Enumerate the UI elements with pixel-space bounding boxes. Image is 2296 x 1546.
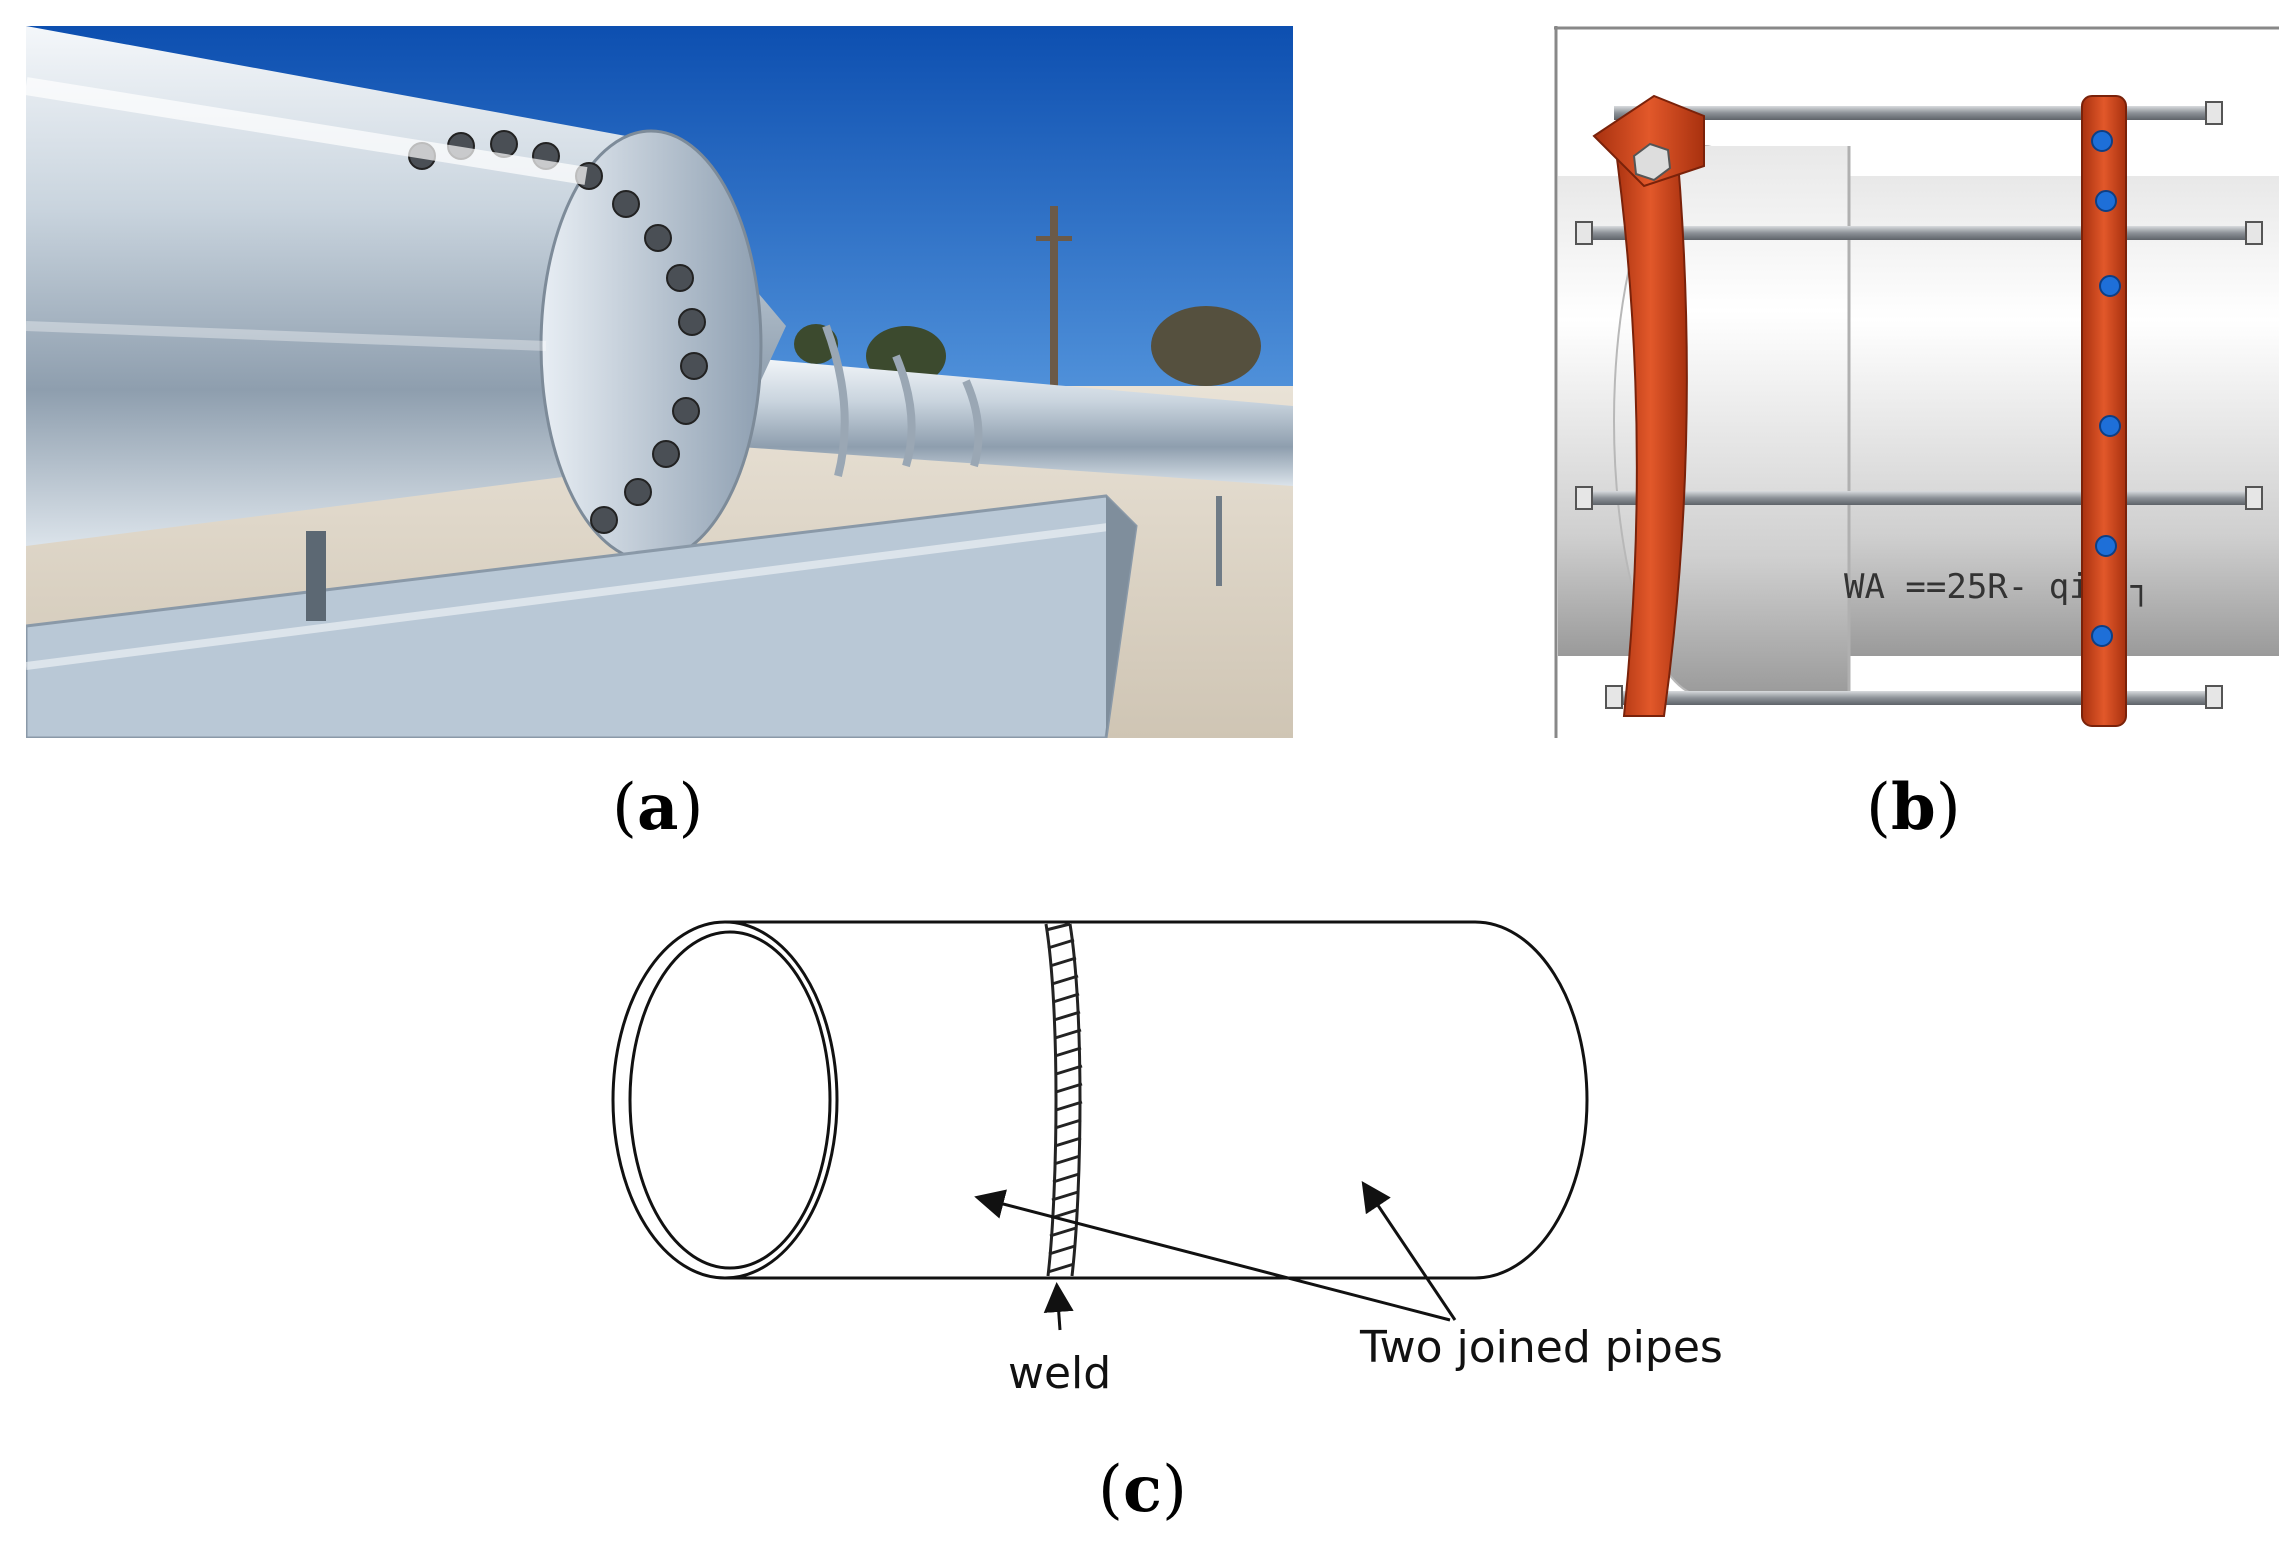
coupling-illustration: WA ==25R- qiq ┐	[1554, 26, 2279, 738]
pipe-arrow-left	[974, 1189, 1451, 1322]
weld-bead	[1044, 922, 1083, 1277]
tree	[1151, 306, 1261, 386]
caption-c: (c)	[1098, 1452, 1187, 1527]
right-coupling-ring	[2081, 95, 2127, 727]
caption-a: (a)	[612, 770, 704, 845]
blue-bolts	[2091, 130, 2121, 647]
weld-label: weld	[1008, 1348, 1111, 1399]
weld-diagram: weld Two joined pipes	[611, 920, 1723, 1399]
support-leg	[1216, 496, 1222, 586]
left-coupling-ring	[1612, 114, 1688, 717]
rod-nuts	[1575, 101, 2263, 709]
panel-b-coupling-render: WA ==25R- qiq ┐	[1554, 26, 2279, 738]
distant-pipe	[726, 356, 1293, 486]
pipe-outline	[611, 920, 1589, 1280]
utility-pole	[1050, 206, 1058, 396]
pipe-arrow-right	[1361, 1181, 1457, 1321]
support-leg	[306, 531, 326, 621]
weld-arrow	[1043, 1282, 1074, 1331]
pipes-label: Two joined pipes	[1359, 1322, 1723, 1373]
panel-a-pipeline-photo	[26, 26, 1293, 738]
pipeline-illustration	[26, 26, 1293, 738]
hex-nut	[1632, 142, 1672, 182]
panel-c-weld-diagram: weld Two joined pipes	[560, 890, 1760, 1410]
pipe-end-outer	[611, 920, 839, 1280]
caption-b: (b)	[1866, 770, 1961, 845]
pipe-support-rings	[822, 324, 983, 477]
pipe-end-inner	[628, 930, 832, 1270]
